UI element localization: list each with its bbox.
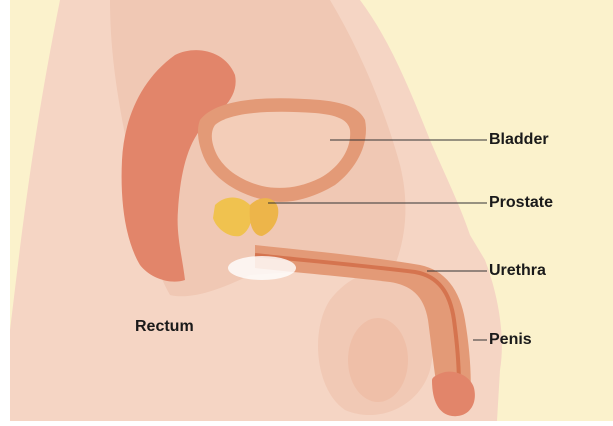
prostate-label: Prostate xyxy=(489,194,553,212)
urethra-label: Urethra xyxy=(489,262,546,280)
pubic-bone xyxy=(228,256,296,280)
testis xyxy=(348,318,408,402)
bladder-label: Bladder xyxy=(489,131,549,149)
rectum-label: Rectum xyxy=(135,318,194,336)
penis-label: Penis xyxy=(489,331,532,349)
